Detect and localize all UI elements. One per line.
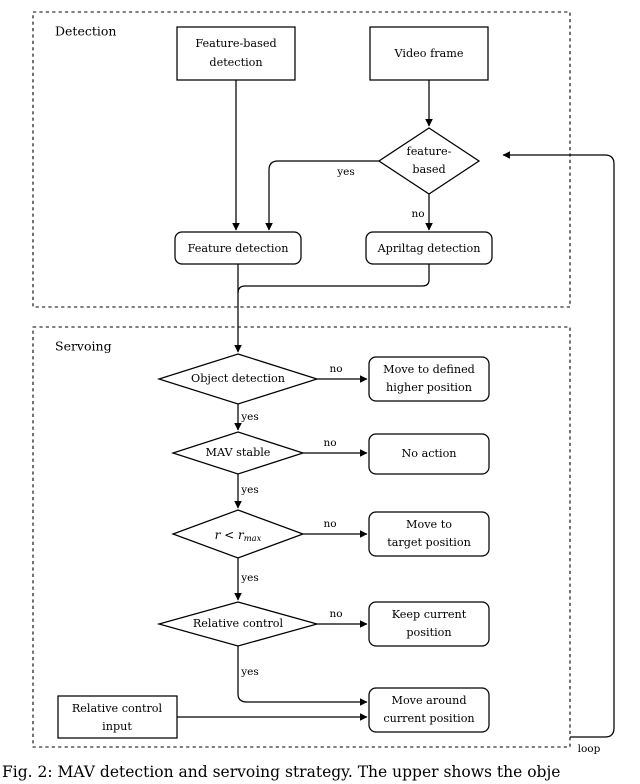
node-move-defined-higher-line1: Move to defined <box>383 363 475 376</box>
edge-label-feature-based-yes: yes <box>336 166 355 178</box>
node-relative-control-input[interactable] <box>57 695 178 739</box>
node-video-frame-label: Video frame <box>394 47 464 60</box>
node-keep-current-line1: Keep current <box>392 608 467 621</box>
node-relative-control-input-line1: Relative control <box>72 702 163 715</box>
edge-label-relative-control-no: no <box>329 608 342 620</box>
node-feature-based-detection-line1: Feature-based <box>195 37 276 50</box>
node-move-target[interactable] <box>368 511 490 557</box>
edge-relativecontrol-yes-to-movearound <box>237 646 368 706</box>
edge-label-relative-control-yes: yes <box>240 666 259 678</box>
edge-label-object-detection-no: no <box>329 363 342 375</box>
servoing-group-box <box>32 326 571 748</box>
node-move-target-line2: target position <box>387 536 471 549</box>
servoing-group-label: Servoing <box>55 339 112 354</box>
node-relative-control-label: Relative control <box>193 617 284 630</box>
node-video-frame[interactable] <box>369 26 489 81</box>
node-move-around-current-line1: Move around <box>391 694 466 707</box>
node-feature-based-detection-line2: detection <box>209 56 262 69</box>
node-move-defined-higher-line2: higher position <box>386 381 472 394</box>
edge-label-feature-based-no: no <box>411 208 424 220</box>
edge-featurebased-yes-to-featuredetection <box>265 160 379 231</box>
node-move-defined-higher[interactable] <box>368 356 490 402</box>
detection-group-label: Detection <box>55 24 116 39</box>
node-no-action[interactable] <box>368 433 490 475</box>
flowchart-svg: Detection Servoing Feature-based detecti… <box>32 11 615 755</box>
edge-label-mav-stable-no: no <box>323 437 336 449</box>
edge-label-rmax-yes: yes <box>240 572 259 584</box>
edge-label-rmax-no: no <box>323 518 336 530</box>
node-feature-based-decision[interactable] <box>377 127 481 195</box>
node-keep-current-line2: position <box>406 626 451 639</box>
node-feature-based-detection[interactable] <box>176 26 296 81</box>
node-mav-stable-label: MAV stable <box>206 446 271 459</box>
node-no-action-label: No action <box>401 447 456 460</box>
node-feature-based-decision-line1: feature- <box>407 145 452 158</box>
node-move-around-current-line2: current position <box>383 712 474 725</box>
node-apriltag-detection-label: Apriltag detection <box>377 242 481 255</box>
node-move-target-line1: Move to <box>406 518 452 531</box>
node-relative-control-input-line2: input <box>102 720 132 733</box>
edge-apriltag-merge <box>245 264 430 287</box>
edge-merge-curve <box>237 285 246 294</box>
node-object-detection-label: Object detection <box>191 372 285 385</box>
node-feature-detection-label: Feature detection <box>188 242 289 255</box>
figure-caption: Fig. 2: MAV detection and servoing strat… <box>2 763 561 781</box>
edge-loop <box>502 151 615 738</box>
edge-label-loop: loop <box>578 743 601 755</box>
node-feature-based-decision-line2: based <box>412 163 445 176</box>
edge-label-mav-stable-yes: yes <box>240 484 259 496</box>
node-move-around-current[interactable] <box>368 687 490 733</box>
node-keep-current[interactable] <box>368 601 490 647</box>
node-r-less-rmax-label: r < rmax <box>215 528 262 543</box>
edge-label-object-detection-yes: yes <box>240 411 259 423</box>
